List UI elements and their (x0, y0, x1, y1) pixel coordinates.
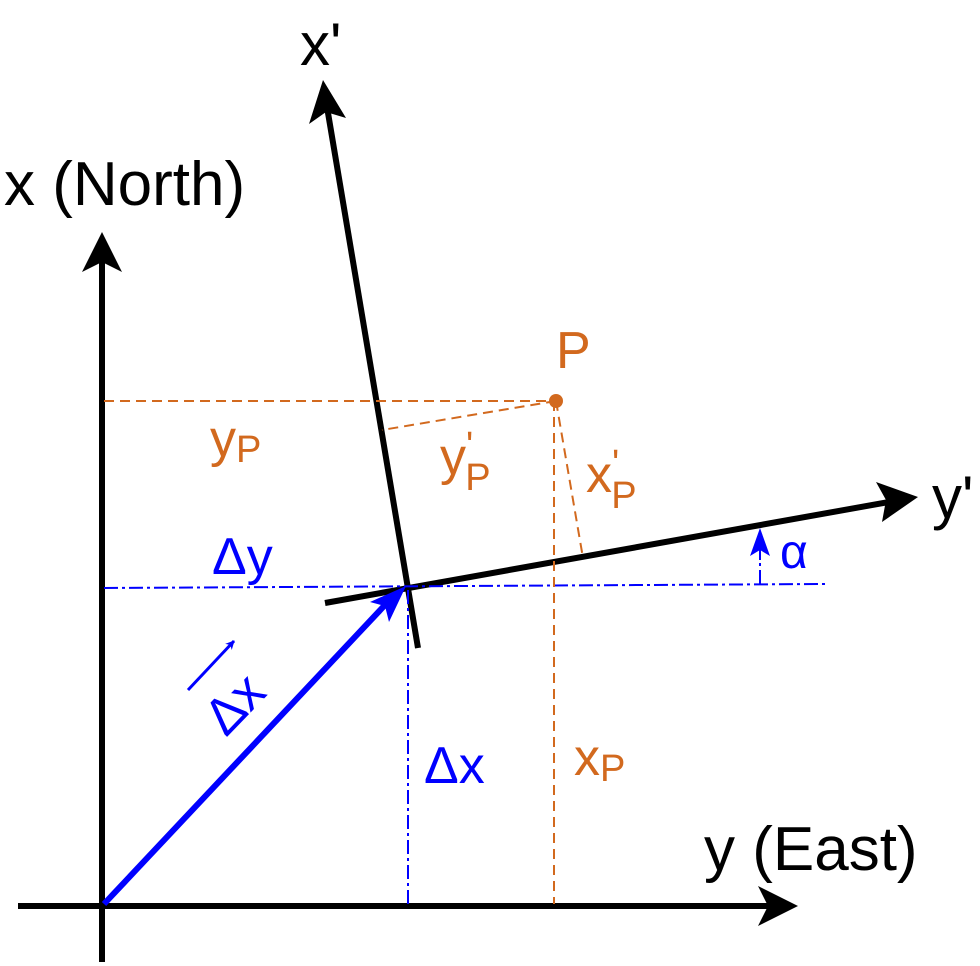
delta-y-label: Δy (212, 528, 273, 586)
alpha-arrowhead (750, 528, 770, 556)
y-prime-label: y' (932, 464, 973, 531)
delta-y-guide (103, 583, 826, 589)
y-p-subscript: P (236, 429, 261, 471)
y-p-prime-projection (381, 400, 557, 431)
point-p-marker (549, 394, 563, 408)
x-p-prime-mark: ' (612, 443, 619, 485)
delta-x-label: Δx (424, 737, 485, 795)
y-p-prime-subscript: P (465, 457, 490, 499)
x-prime-arrowhead (309, 80, 346, 124)
x-prime-axis (322, 94, 421, 649)
rotated-axes (309, 80, 918, 649)
x-p-prime-subscript: P (611, 475, 636, 517)
y-p-base: y (210, 410, 236, 468)
y-east-label: y (East) (704, 815, 918, 884)
y-prime-arrowhead (876, 482, 918, 522)
y-p-prime-label: y'P (440, 425, 491, 499)
alpha-label: α (780, 526, 808, 579)
x-p-subscript: P (600, 748, 625, 790)
x-p-label: xP (574, 729, 625, 790)
x-north-arrowhead (82, 232, 122, 272)
point-p-label: P (556, 322, 591, 380)
translation-vector-arrowhead (370, 586, 406, 622)
y-p-prime-base: y (440, 428, 466, 486)
x-p-prime-label: x'P (586, 443, 637, 517)
point-projections (104, 400, 584, 904)
main-axes (18, 232, 798, 962)
translation-vector (101, 602, 388, 907)
y-prime-axis (324, 497, 901, 606)
vector-overarrow (186, 639, 236, 692)
y-p-prime-mark: ' (466, 425, 473, 467)
x-prime-label: x' (300, 11, 341, 78)
x-p-prime-base: x (586, 446, 612, 504)
x-p-prime-projection (555, 400, 584, 559)
x-north-label: x (North) (4, 150, 245, 219)
y-east-arrowhead (758, 886, 798, 926)
y-p-label: yP (210, 410, 261, 471)
x-p-base: x (574, 729, 600, 787)
